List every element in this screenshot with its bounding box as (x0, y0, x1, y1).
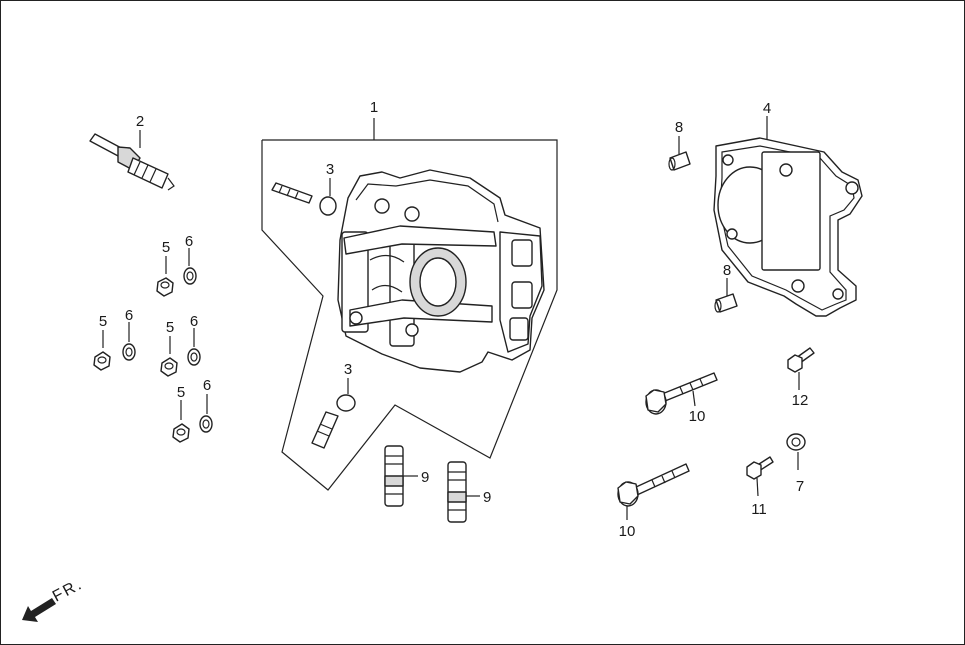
valve-guide-top (271, 182, 313, 204)
bolt-11 (746, 456, 774, 480)
washer-d (199, 415, 213, 433)
cylinder-head (337, 169, 545, 373)
dowel-pin-bottom (714, 293, 738, 313)
nut-d (172, 423, 190, 443)
callout-10-bottom: 10 (619, 523, 636, 540)
callout-1: 1 (370, 99, 378, 116)
bolt-10-bottom (617, 463, 690, 507)
callout-7: 7 (796, 478, 804, 495)
callout-9a: 9 (421, 469, 429, 486)
oring-bottom (336, 394, 356, 412)
callout-2: 2 (136, 113, 144, 130)
callout-11: 11 (751, 501, 767, 518)
direction-label: FR. (50, 576, 86, 606)
callout-3-bottom: 3 (344, 361, 352, 378)
leader-11 (756, 477, 759, 497)
front-direction-arrow-icon (22, 598, 56, 622)
valve-guide-bottom (311, 411, 339, 449)
nut-a (156, 277, 174, 297)
callout-5b: 5 (99, 313, 107, 330)
callout-12: 12 (792, 392, 809, 409)
callout-8-bottom: 8 (723, 262, 731, 279)
callout-4: 4 (763, 100, 771, 117)
washer-c (187, 348, 201, 366)
callout-10-top: 10 (689, 408, 706, 425)
callout-6b: 6 (125, 307, 133, 324)
callout-6a: 6 (185, 233, 193, 250)
callout-3-top: 3 (326, 161, 334, 178)
washer-a (183, 267, 197, 285)
oring-top (319, 196, 337, 216)
stud-a (384, 445, 404, 507)
stud-b (447, 461, 467, 523)
callout-9b: 9 (483, 489, 491, 506)
callout-5a: 5 (162, 239, 170, 256)
callout-5d: 5 (177, 384, 185, 401)
callout-6c: 6 (190, 313, 198, 330)
spark-plug (89, 133, 175, 191)
dowel-pin-top (668, 151, 691, 171)
assembly-1-boundary (261, 139, 558, 491)
bolt-12 (787, 347, 815, 373)
head-gasket (713, 137, 863, 317)
callout-8-top: 8 (675, 119, 683, 136)
washer-b (122, 343, 136, 361)
bolt-10-top (645, 372, 718, 415)
nut-b (93, 351, 111, 371)
nut-c (160, 357, 178, 377)
callout-6d: 6 (203, 377, 211, 394)
washer-7 (786, 433, 806, 451)
callout-5c: 5 (166, 319, 174, 336)
leader-10-top (692, 390, 696, 407)
